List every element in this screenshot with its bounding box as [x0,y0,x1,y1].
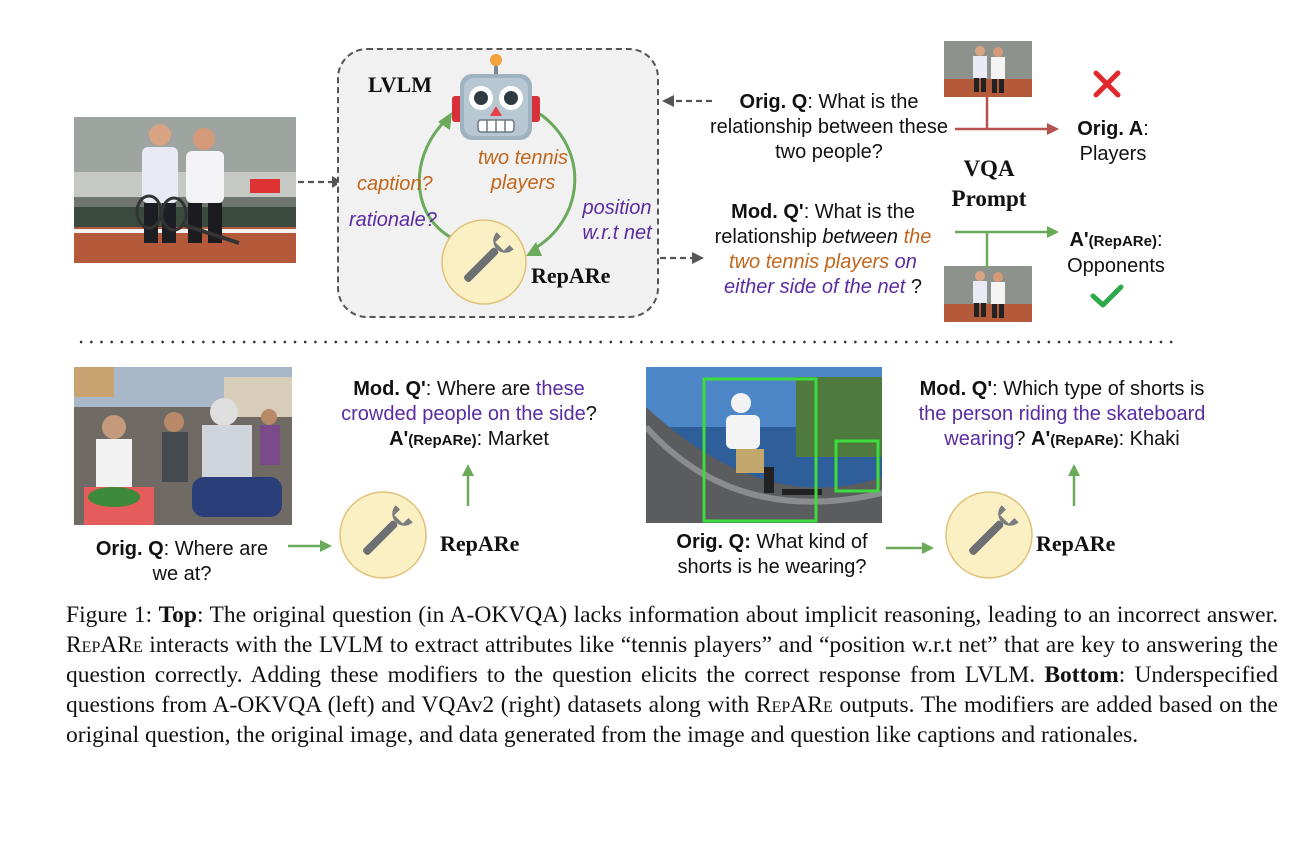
tennis-thumbnail-top [944,41,1032,97]
top-repare-label: RepARe [531,263,611,288]
br-up-arrow [1068,464,1080,506]
loop-caption-text: caption? [357,173,433,195]
wrench-icon [339,491,427,579]
top-orig-question: Orig. Q: What is the relationship betwee… [710,91,948,163]
bl-mod-question: Mod. Q': Where are these crowded people … [341,378,597,450]
tennis-thumbnail-bottom [944,266,1032,322]
br-mod-question: Mod. Q': Which type of shorts is the per… [918,378,1206,450]
box-to-modq-arrow [660,252,704,264]
br-repare-label: RepARe [1036,531,1116,556]
bl-orig-question: Orig. Q: Where are we at? [95,538,269,585]
orig-answer-arrow [955,95,1059,135]
cross-icon [1093,70,1121,98]
orig-answer: Orig. A: Players [1077,118,1149,165]
check-icon [1090,284,1124,308]
top-mod-question: Mod. Q': What is the relationship betwee… [714,201,932,298]
market-photo [74,367,292,525]
wrench-icon [945,491,1033,579]
tennis-players-photo [74,117,296,263]
repare-answer: A'(RepARe): Opponents [1067,229,1165,277]
bl-repare-label: RepARe [440,531,520,556]
br-orig-question: Orig. Q: What kind of shorts is he weari… [676,531,868,578]
wrench-icon [441,219,527,305]
figure-caption: Figure 1: Top: The original question (in… [66,602,1278,748]
loop-position-text: position w.r.t net [582,197,652,244]
bl-up-arrow [462,464,474,506]
vqa-prompt-label: VQA Prompt [951,156,1027,211]
lvlm-label: LVLM [368,72,432,97]
origq-to-box-arrow [662,95,712,107]
loop-rationale-text: rationale? [349,209,437,231]
robot-icon [452,54,540,140]
bl-right-arrow [288,540,332,552]
skateboard-photo [646,367,882,523]
loop-center-text: two tennis players [477,147,569,194]
br-right-arrow [886,542,934,554]
mod-answer-arrow [955,226,1059,268]
section-separator [76,340,1176,344]
